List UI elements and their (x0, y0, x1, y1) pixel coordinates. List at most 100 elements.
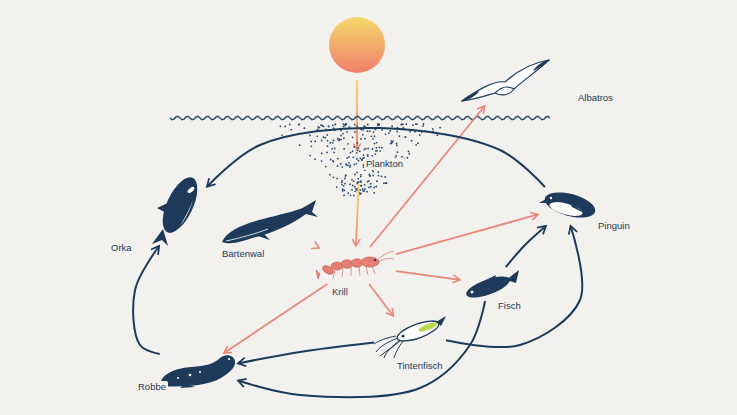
animal-label: Fisch (496, 300, 523, 312)
predator-arrow (446, 226, 582, 347)
plankton-dot (366, 130, 368, 132)
predator-arrow (238, 343, 374, 364)
plankton-dot (317, 126, 319, 128)
sun (329, 17, 385, 73)
plankton-dot (354, 186, 356, 188)
plankton-dot (317, 129, 319, 131)
plankton-dot (341, 184, 343, 186)
krill-arrow (369, 284, 393, 316)
plankton-dot (340, 135, 342, 137)
animal-label: Orka (109, 242, 134, 254)
plankton-dot (356, 163, 358, 165)
plankton-dot (367, 148, 369, 150)
plankton-dot (364, 188, 366, 190)
plankton-dot (400, 123, 402, 125)
plankton-dot (375, 153, 377, 155)
plankton-dot (336, 178, 338, 180)
plankton-dot (348, 162, 350, 164)
plankton-dot (333, 140, 335, 142)
plankton-dot (347, 192, 349, 194)
plankton-dot (323, 126, 325, 128)
plankton-dot (391, 125, 393, 127)
plankton-dot (354, 131, 356, 133)
albatross-node: Albatros (460, 58, 550, 104)
plankton-dot (349, 183, 351, 185)
plankton-dot (405, 136, 407, 138)
plankton-dot (332, 176, 334, 178)
krill-arrow (370, 106, 485, 247)
plankton-dot (432, 128, 434, 130)
plankton-dot (384, 176, 386, 178)
predator-arrow (238, 301, 485, 397)
plankton-dot (329, 142, 331, 144)
plankton-dot (351, 179, 353, 181)
plankton-dot (354, 190, 356, 192)
plankton-dot (356, 172, 358, 174)
plankton-dot (423, 123, 425, 125)
plankton-dot (357, 150, 359, 152)
plankton-dot (316, 135, 318, 137)
plankton-dot (388, 132, 390, 134)
orca-node: Orka (155, 172, 205, 244)
plankton-dot (344, 178, 346, 180)
animal-label: Robbe (136, 381, 168, 393)
plankton-dot (412, 124, 414, 126)
plankton-dot (363, 154, 365, 156)
plankton-dot (281, 134, 283, 136)
plankton-dot (354, 124, 356, 126)
plankton-dot (341, 180, 343, 182)
krill-arrow (396, 214, 538, 254)
plankton-dot (386, 182, 388, 184)
plankton-dot (326, 152, 328, 154)
squid-node: Tintenfisch (375, 318, 445, 358)
plankton-dot (309, 135, 311, 137)
plankton-dot (376, 180, 378, 182)
plankton-dot (392, 140, 394, 142)
plankton-dot (409, 131, 411, 133)
plankton-dot (298, 124, 300, 126)
plankton-dot (375, 150, 377, 152)
albatross-icon (462, 60, 549, 101)
plankton-dot (345, 175, 347, 177)
plankton-dot (367, 124, 369, 126)
plankton-dot (366, 191, 368, 193)
plankton-dot (415, 144, 417, 146)
seal-node: Robbe (158, 355, 236, 387)
plankton-dot (408, 151, 410, 153)
plankton-dot (385, 182, 387, 184)
plankton-dot (324, 137, 326, 139)
plankton-dot (345, 164, 347, 166)
plankton-dot (374, 143, 376, 145)
plankton-dot (338, 139, 340, 141)
plankton-dot (377, 123, 379, 125)
plankton-dot (408, 153, 410, 155)
plankton-dot (372, 175, 374, 177)
plankton-dot (329, 174, 331, 176)
predator-arrow (207, 128, 545, 187)
plankton-dot (360, 138, 362, 140)
plankton-dot (336, 186, 338, 188)
squid-icon (374, 316, 446, 358)
plankton-dot (352, 150, 354, 152)
plankton-dot (353, 146, 355, 148)
plankton-dot (367, 181, 369, 183)
sunlight-arrow (356, 80, 358, 150)
whale-node: Bartenwal (218, 200, 318, 246)
krill-node: Krill (315, 248, 395, 283)
plankton-dot (369, 175, 371, 177)
plankton-dot (381, 175, 383, 177)
plankton-dot (346, 131, 348, 133)
plankton-dot (372, 138, 374, 140)
fish-node: Fisch (462, 268, 520, 300)
plankton-dot (372, 171, 374, 173)
plankton-dot (345, 123, 347, 125)
plankton-dot (359, 189, 361, 191)
plankton-dot (321, 160, 323, 162)
plankton-dot (375, 186, 377, 188)
plankton-dot (328, 125, 330, 127)
plankton-dot (354, 174, 356, 176)
plankton-dot (356, 152, 358, 154)
plankton-dot (402, 123, 404, 125)
plankton-dot (379, 150, 381, 152)
